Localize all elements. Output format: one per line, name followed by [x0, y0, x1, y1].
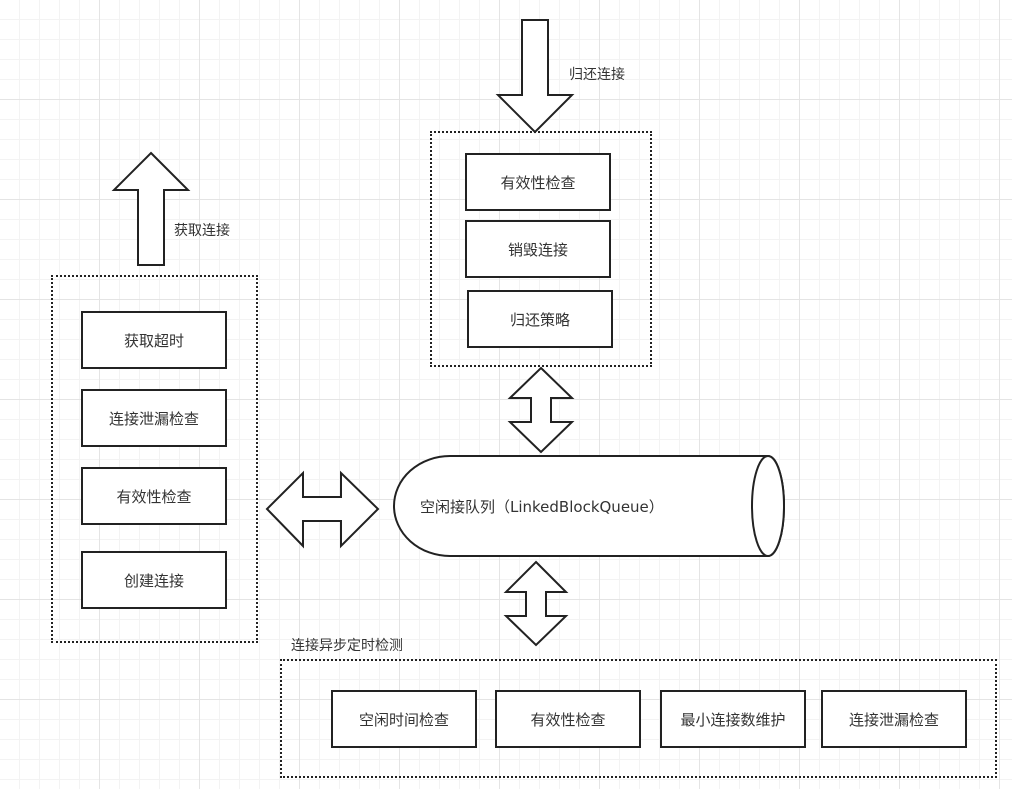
min-connections-maintenance[interactable]: 最小连接数维护: [660, 690, 806, 748]
get-leak-check[interactable]: 连接泄漏检查: [81, 389, 227, 447]
return-validity-check[interactable]: 有效性检查: [465, 153, 611, 211]
return-policy[interactable]: 归还策略: [467, 290, 613, 348]
async-check-group: [280, 659, 997, 778]
return-down-arrow: [495, 19, 575, 134]
async-validity-check[interactable]: 有效性检查: [495, 690, 641, 748]
return-queue-double-arrow: [507, 366, 575, 454]
get-up-arrow: [111, 151, 191, 266]
idle-time-check[interactable]: 空闲时间检查: [331, 690, 477, 748]
get-validity-check[interactable]: 有效性检查: [81, 467, 227, 525]
get-queue-double-arrow: [265, 470, 380, 549]
destroy-connection[interactable]: 销毁连接: [465, 220, 611, 278]
idle-queue-cylinder-end: [751, 455, 785, 557]
queue-async-double-arrow: [503, 560, 569, 647]
get-timeout[interactable]: 获取超时: [81, 311, 227, 369]
get-connection-label: 获取连接: [174, 223, 230, 239]
create-connection[interactable]: 创建连接: [81, 551, 227, 609]
async-check-label: 连接异步定时检测: [291, 638, 403, 654]
idle-queue-label: 空闲接队列（LinkedBlockQueue）: [420, 498, 664, 516]
async-leak-check[interactable]: 连接泄漏检查: [821, 690, 967, 748]
return-connection-label: 归还连接: [569, 67, 625, 83]
get-connection-group: [51, 275, 258, 643]
return-connection-group: [430, 131, 652, 367]
